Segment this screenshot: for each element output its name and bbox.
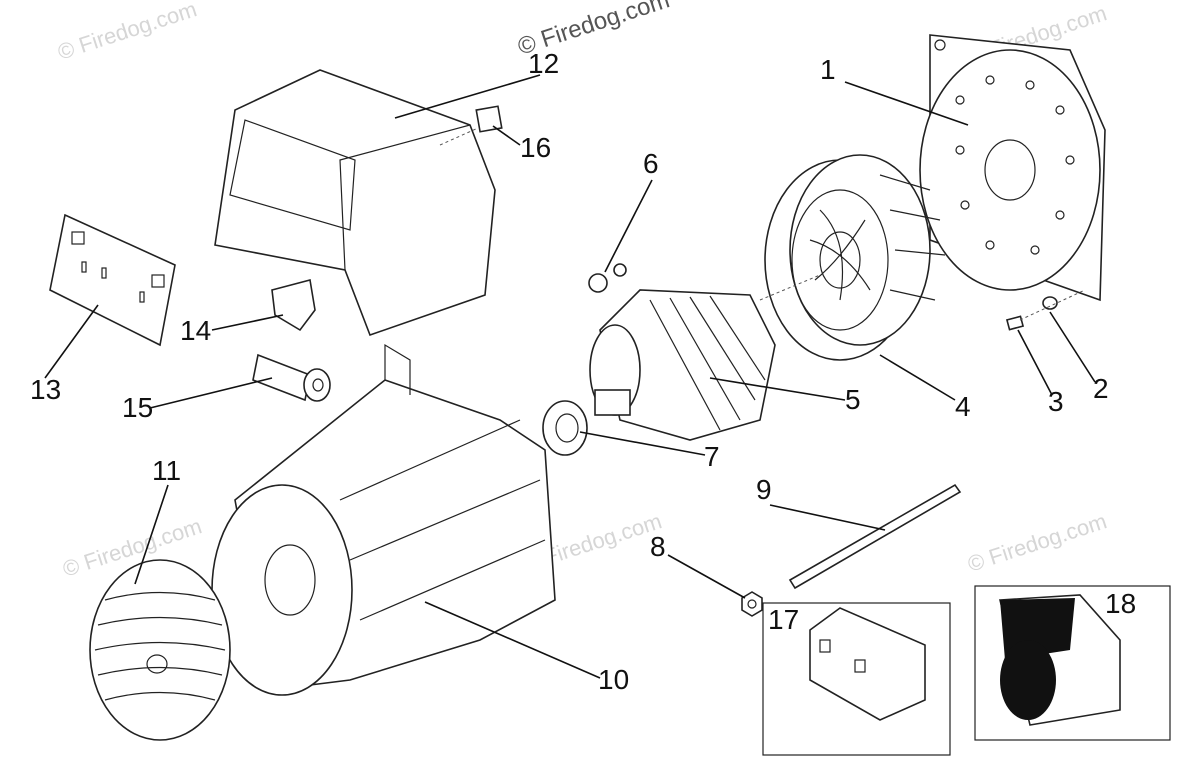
callout-18: 18 (1105, 588, 1137, 619)
part-10-stator-housing (211, 343, 556, 696)
part-8-nut (741, 591, 763, 617)
callout-13: 13 (30, 374, 62, 405)
callout-10: 10 (598, 664, 630, 695)
part-11-grille (89, 559, 231, 741)
callout-2: 2 (1093, 373, 1109, 404)
callout-4: 4 (955, 391, 971, 422)
part-17-inset (762, 602, 951, 756)
part-4-fan (764, 154, 946, 361)
callout-7: 7 (704, 441, 720, 472)
callout-12: 12 (528, 48, 560, 79)
callout-16: 16 (520, 132, 552, 163)
part-15-capacitor (252, 353, 331, 402)
part-18-inset (974, 585, 1171, 741)
callout-17: 17 (768, 604, 800, 635)
part-6-clip (588, 263, 627, 293)
part-1-end-plate (919, 34, 1106, 302)
part-9-through-bolt (788, 483, 962, 590)
part-14-bracket (271, 279, 316, 332)
callout-14: 14 (180, 315, 212, 346)
callout-1: 1 (820, 54, 836, 85)
part-7-bearing (542, 400, 588, 456)
callout-3: 3 (1048, 386, 1064, 417)
part-16-switch (439, 105, 503, 146)
part-5-rotor (589, 274, 821, 441)
callout-5: 5 (845, 384, 861, 415)
callout-15: 15 (122, 392, 154, 423)
part-3-bolt (1005, 289, 1086, 331)
leader-lines (44, 74, 1096, 679)
callout-6: 6 (643, 148, 659, 179)
part-13-outlet-panel (49, 213, 176, 347)
callout-9: 9 (756, 474, 772, 505)
part-12-control-cover (214, 69, 496, 337)
part-2-washer (1042, 296, 1058, 310)
callout-11: 11 (152, 455, 182, 486)
callout-8: 8 (650, 531, 666, 562)
